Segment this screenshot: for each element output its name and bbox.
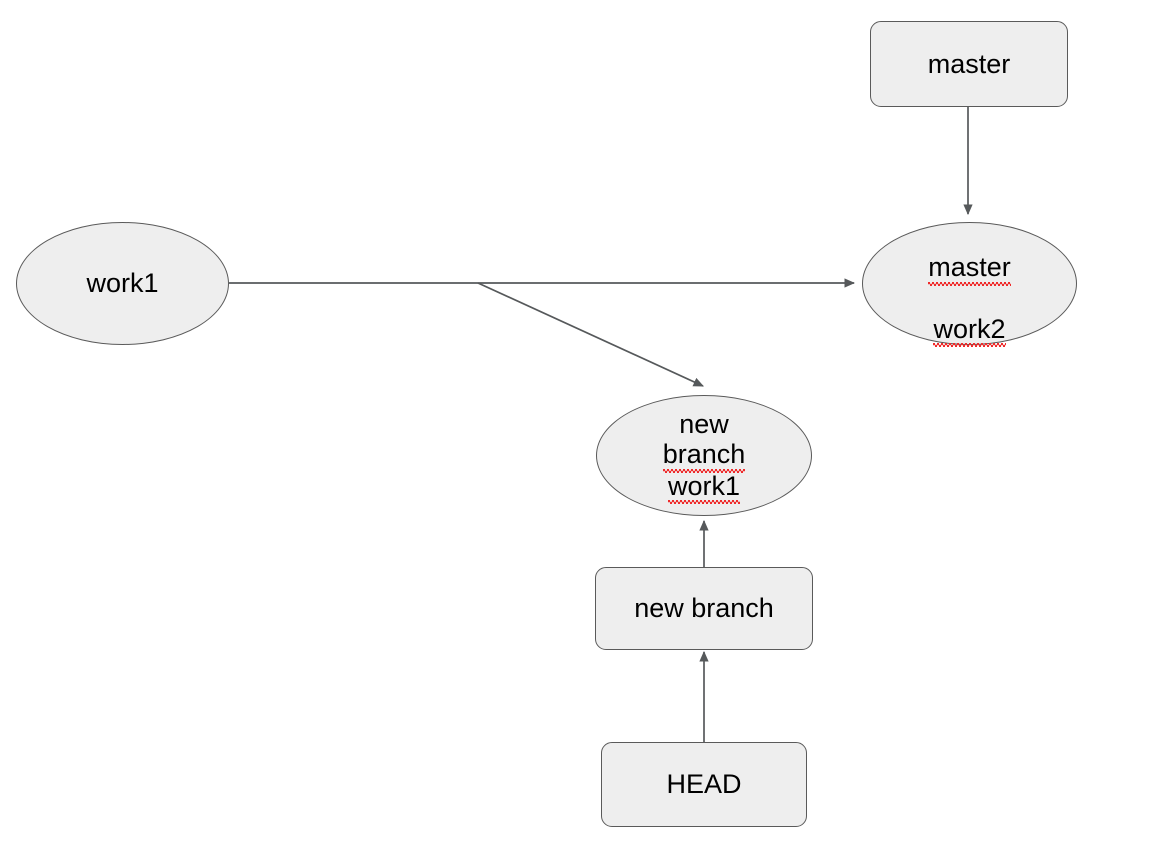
node-work1-ellipse[interactable]: work1 (16, 222, 229, 345)
node-master-box-label: master (927, 48, 1011, 79)
node-master-work2-ellipse[interactable]: master work2 (862, 222, 1077, 348)
node-master-work2-label: master work2 (924, 222, 1015, 348)
node-master-box[interactable]: master (870, 21, 1068, 107)
spellcheck-word-master: master (928, 252, 1011, 286)
spellcheck-word-branch: branch (662, 439, 746, 473)
node-head-box[interactable]: HEAD (601, 742, 807, 827)
node-head-box-label: HEAD (666, 769, 742, 800)
spellcheck-word-work1: work1 (667, 470, 741, 505)
edge-work1-to-new-branch-work1 (477, 282, 704, 387)
node-new-branch-work1-label: new branch work1 (641, 409, 767, 505)
node-line-new: new (679, 409, 729, 440)
spellcheck-word-work2: work2 (933, 313, 1006, 348)
node-new-branch-box-label: new branch (634, 593, 774, 624)
node-new-branch-box[interactable]: new branch (595, 567, 813, 650)
node-new-branch-work1-ellipse[interactable]: new branch work1 (596, 395, 812, 516)
node-work1-label: work1 (86, 268, 159, 299)
